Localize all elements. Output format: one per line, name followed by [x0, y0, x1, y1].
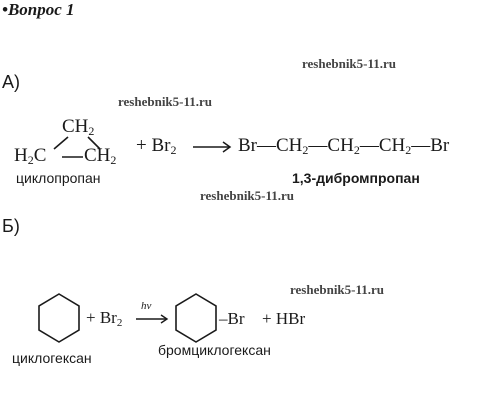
watermark-1: reshebnik5-11.ru — [302, 56, 397, 71]
cyclopropane-left-carbon: H2C — [14, 145, 47, 167]
cyclohexane-ring-icon — [38, 293, 80, 343]
dibromopropane-name: 1,3-дибромпропан — [292, 170, 420, 186]
question-heading: •Вопрос 1 — [2, 0, 75, 20]
bromo-substituent: –Br — [219, 309, 245, 328]
part-b-label: Б) — [2, 216, 20, 236]
dibromopropane-formula: Br—CH2—CH2—CH2—Br — [238, 135, 450, 157]
cyclopropane-right-carbon: CH2 — [84, 145, 117, 167]
part-a-bromine-reagent: + Br2 — [136, 135, 177, 157]
hbr-byproduct: + HBr — [262, 309, 306, 328]
part-b-bromine-reagent: + Br2 — [86, 308, 123, 329]
heading-bullet: • — [2, 0, 8, 19]
part-a-arrow-icon — [193, 141, 232, 153]
cyclohexane-name: циклогексан — [12, 350, 92, 366]
cyclopropane-name: циклопропан — [16, 170, 101, 186]
part-a-label: А) — [2, 72, 20, 92]
bromocyclohexane-name: бромциклогексан — [158, 342, 271, 358]
bromocyclohexane-ring-icon — [175, 293, 217, 343]
part-b-arrow-icon — [136, 314, 169, 324]
cyclopropane-top-carbon: CH2 — [62, 116, 95, 138]
watermark-3: reshebnik5-11.ru — [200, 188, 295, 203]
light-condition-label: hν — [141, 300, 152, 312]
watermark-4: reshebnik5-11.ru — [290, 282, 385, 297]
watermark-2: reshebnik5-11.ru — [118, 94, 213, 109]
heading-title: Вопрос 1 — [7, 0, 75, 19]
